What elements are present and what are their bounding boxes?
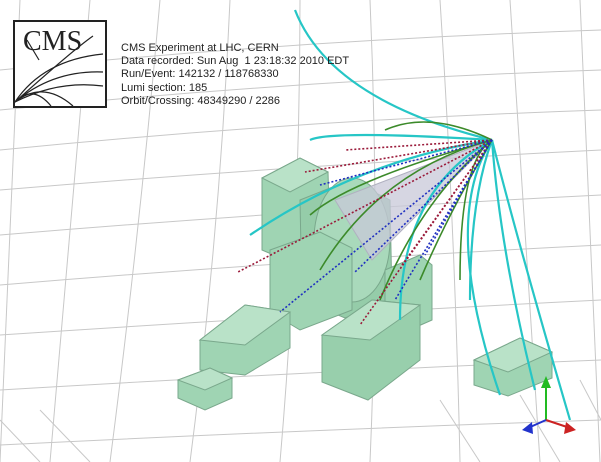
- detector-block: [320, 299, 422, 341]
- event-info-panel: CMS Experiment at LHC, CERN Data recorde…: [121, 42, 349, 108]
- lumi-section-label: Lumi section: 185: [121, 81, 208, 94]
- cms-logo: CMS: [13, 20, 107, 108]
- run-event-label: Run/Event: 142132 / 118768330: [121, 68, 279, 81]
- jets-dotted-blue: [279, 139, 493, 313]
- data-recorded-label: Data recorded: Sun Aug 1 23:18:32 2010 E…: [121, 55, 350, 68]
- floor-grid-bottom: [0, 379, 601, 462]
- orbit-crossing-label: Orbit/Crossing: 48349290 / 2286: [121, 94, 280, 107]
- tracks-cyan: [249, 9, 572, 421]
- detector-block: [198, 304, 292, 346]
- detector-block: [472, 337, 554, 373]
- detector-geometry: [176, 157, 554, 411]
- axis-gizmo: [522, 376, 576, 434]
- detector-block: [260, 157, 330, 193]
- cms-logo-tracks-icon: [14, 35, 104, 107]
- experiment-label: CMS Experiment at LHC, CERN: [121, 42, 279, 54]
- detector-block: [176, 367, 234, 391]
- jets-dotted-red: [237, 139, 493, 326]
- tracks-green: [309, 121, 493, 301]
